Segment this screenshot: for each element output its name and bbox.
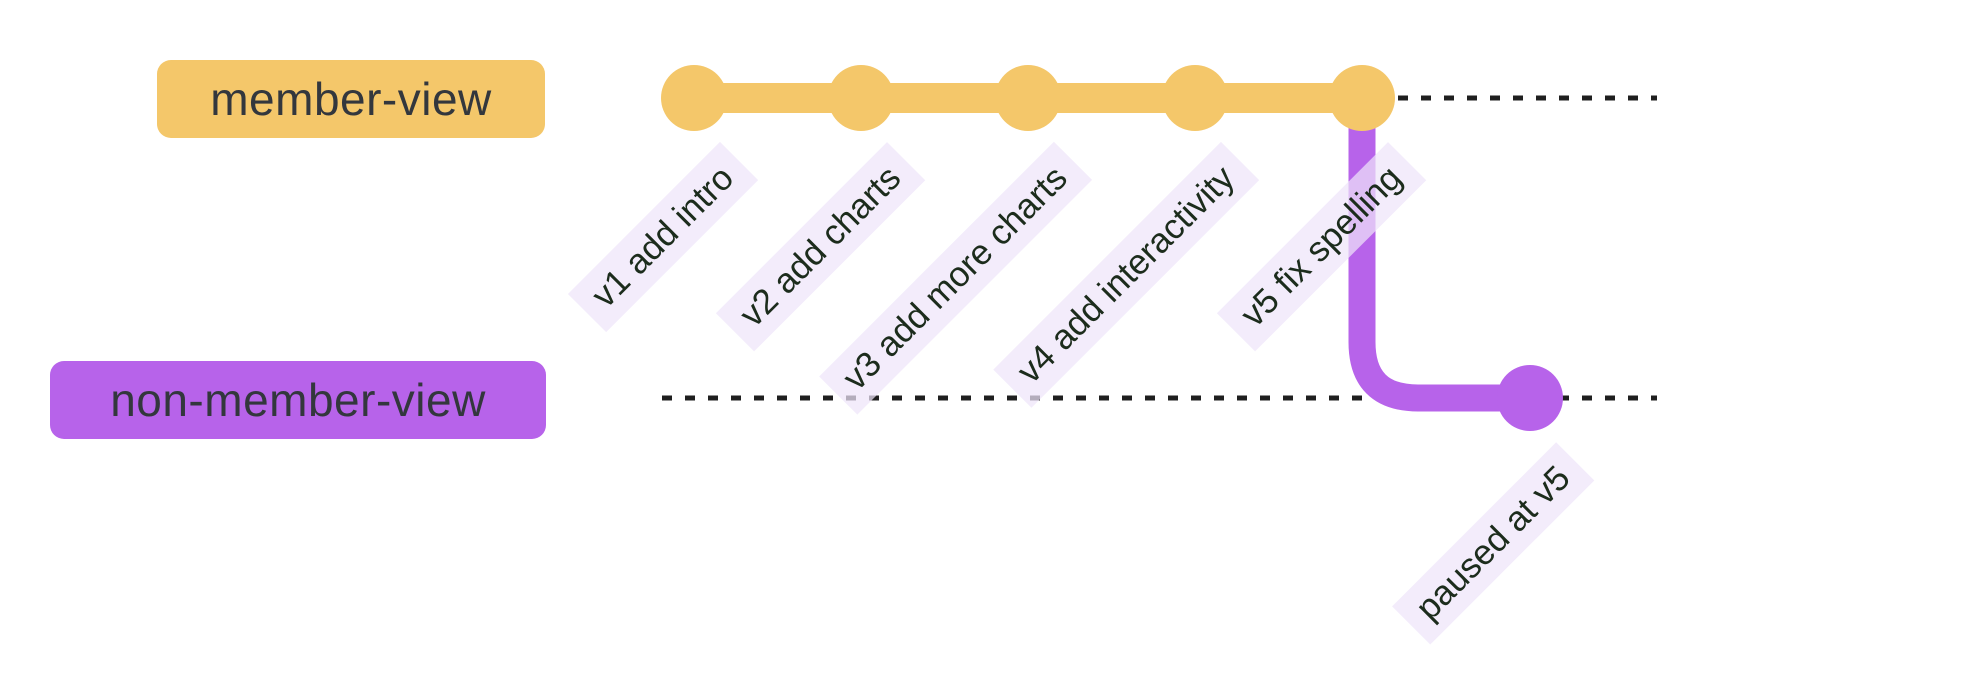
commit-dot (828, 65, 894, 131)
branch-elbow-connector (1348, 98, 1530, 412)
commit-dot (995, 65, 1061, 131)
branch-name-non-member-view: non-member-view (110, 374, 486, 426)
branch-name-member-view: member-view (210, 73, 492, 125)
commit-dot (1497, 365, 1563, 431)
branch-label-member-view: member-view (157, 60, 545, 138)
commit-dot (1329, 65, 1395, 131)
commit-dot (661, 65, 727, 131)
branch-label-non-member-view: non-member-view (50, 361, 546, 439)
commit-dot (1162, 65, 1228, 131)
